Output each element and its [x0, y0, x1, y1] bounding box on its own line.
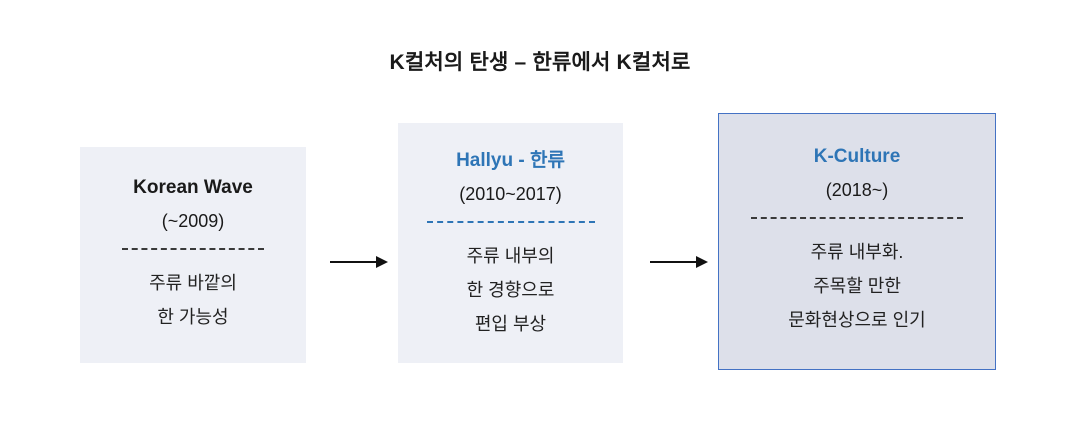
korean-wave-line: 한 가능성 [157, 306, 229, 327]
hallyu-heading: Hallyu - 한류 [456, 150, 565, 171]
dashed-divider [751, 217, 963, 219]
right-arrow-icon [650, 256, 708, 268]
k-culture-line: 주류 내부화. [810, 242, 904, 262]
hallyu-period: (2010~2017) [459, 184, 562, 204]
dashed-divider [122, 247, 264, 250]
stage-box-k-culture: K-Culture (2018~) 주류 내부화. 주목할 만한 문화현상으로 … [718, 113, 996, 370]
k-culture-heading: K-Culture [813, 146, 901, 167]
stage-box-hallyu: Hallyu - 한류 (2010~2017) 주류 내부의 한 경향으로 편입… [398, 123, 623, 363]
k-culture-period: (2018~) [825, 180, 889, 200]
stage-box-korean-wave: Korean Wave (~2009) 주류 바깥의 한 가능성 [80, 147, 306, 363]
diagram-title: K컬처의 탄생 – 한류에서 K컬처로 [389, 51, 691, 74]
k-culture-line: 문화현상으로 인기 [788, 310, 926, 330]
hallyu-line: 편입 부상 [474, 314, 547, 334]
hallyu-line: 주류 내부의 [466, 246, 555, 266]
k-culture-line: 주목할 만한 [813, 276, 901, 296]
korean-wave-heading: Korean Wave [133, 176, 253, 198]
hallyu-line: 한 경향으로 [466, 280, 555, 300]
right-arrow-icon [330, 256, 388, 268]
dashed-divider [426, 221, 595, 223]
korean-wave-period: (~2009) [161, 210, 225, 231]
korean-wave-line: 주류 바깥의 [149, 272, 237, 293]
